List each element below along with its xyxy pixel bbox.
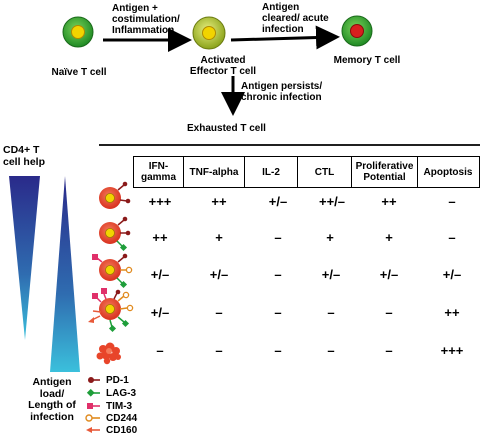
activated-t-cell-icon (192, 16, 226, 50)
legend-tim3-icon (87, 403, 100, 409)
exhausted-cell-4-icon (88, 288, 134, 333)
cell-value: – (385, 305, 393, 320)
cell-value: – (274, 267, 282, 282)
cell-value: + (215, 230, 223, 245)
exhausted-cell-3-icon (92, 253, 133, 289)
cell-value: – (327, 305, 335, 320)
cell-value: – (215, 343, 223, 358)
cell-value: +++ (440, 343, 464, 358)
cd4-help-label: CD4+ T cell help (3, 144, 45, 168)
cell-value: – (274, 343, 282, 358)
cell-value: – (215, 305, 223, 320)
cell-value: ++ (444, 305, 460, 320)
legend-lag3-icon (86, 388, 100, 397)
activated-label-line: Activated (200, 55, 246, 66)
antigen-label-line: Length of (28, 399, 76, 411)
legend-cd244-label: CD244 (106, 413, 138, 424)
legend-pd1-label: PD-1 (106, 375, 129, 386)
header-ifn-gamma: IFN- gamma (134, 157, 184, 187)
legend-cd160-icon (86, 427, 100, 433)
apoptotic-cell-icon (96, 342, 121, 365)
cell-value: ++ (211, 194, 227, 209)
activated-label-line: Effector T cell (189, 66, 257, 77)
exhausted-t-cell-label: Exhausted T cell (187, 123, 266, 134)
legend-tim3-label: TIM-3 (106, 401, 133, 412)
cell-value: +/– (209, 267, 229, 282)
legend-lag3-label: LAG-3 (106, 388, 136, 399)
arrow3-label-line: Antigen persists/ (241, 81, 323, 92)
cell-value: +/– (150, 305, 170, 320)
cell-value: +/– (150, 267, 170, 282)
cell-value: ++ (381, 194, 397, 209)
cell-value: +/– (321, 267, 341, 282)
memory-t-cell-icon (341, 15, 373, 47)
cd4-help-triangle (9, 176, 40, 340)
header-ctl: CTL (298, 157, 352, 187)
arrow1-label-line: Antigen + (112, 3, 158, 14)
exhausted-cell-2-icon (99, 216, 131, 252)
cell-value: – (274, 305, 282, 320)
arrow2-label-line: Antigen (262, 2, 300, 13)
activated-t-cell-label: Activated Effector T cell (178, 55, 268, 77)
cell-value: – (327, 343, 335, 358)
cell-value: ++/– (318, 194, 346, 209)
legend-cd244-icon (85, 414, 100, 422)
arrow2-label: Antigen cleared/ acute infection (262, 2, 329, 35)
antigen-label-line: Antigen (32, 376, 72, 388)
antigen-label-line: load/ (39, 387, 65, 400)
header-proliferative-potential: Proliferative Potential (352, 157, 418, 187)
naive-t-cell-label: Naïve T cell (51, 67, 107, 78)
memory-t-cell-label: Memory T cell (333, 55, 401, 66)
antigen-load-label: Antigen load/ Length of infection (22, 376, 82, 423)
cell-value: – (448, 230, 456, 245)
header-tnf-alpha: TNF-alpha (184, 157, 245, 187)
cell-value: +/– (379, 267, 399, 282)
legend-cd160-label: CD160 (106, 425, 138, 436)
cell-value: +++ (148, 194, 172, 209)
legend-pd1-icon (88, 377, 100, 383)
arrow1-label-line: costimulation/ (112, 14, 180, 25)
arrow3-label-line: chronic infection (241, 92, 322, 103)
cd4-label-line: CD4+ T (3, 144, 40, 156)
cell-value: – (448, 194, 456, 209)
antigen-load-triangle (50, 176, 80, 372)
header-il-2: IL-2 (245, 157, 298, 187)
cell-value: +/– (442, 267, 462, 282)
cell-value: + (326, 230, 334, 245)
cytokine-table-header: IFN- gamma TNF-alpha IL-2 CTL Proliferat… (133, 156, 480, 188)
cell-value: – (156, 343, 164, 358)
cell-value: – (385, 343, 393, 358)
cd4-label-line: cell help (3, 156, 46, 168)
arrow1-label: Antigen + costimulation/ Inflammation (112, 3, 180, 36)
header-apoptosis: Apoptosis (423, 166, 473, 178)
exhausted-cell-1-icon (99, 181, 131, 209)
cell-value: – (274, 230, 282, 245)
arrow3-label: Antigen persists/ chronic infection (241, 81, 322, 103)
arrow2-label-line: cleared/ acute (262, 13, 329, 24)
arrow2-label-line: infection (262, 24, 304, 35)
antigen-label-line: infection (30, 410, 74, 423)
cell-value: + (385, 230, 393, 245)
arrow1-label-line: Inflammation (112, 25, 175, 36)
arrow-activated-to-memory (230, 25, 340, 50)
naive-t-cell-icon (62, 16, 94, 48)
cell-value: ++ (152, 230, 168, 245)
cell-value: +/– (268, 194, 288, 209)
